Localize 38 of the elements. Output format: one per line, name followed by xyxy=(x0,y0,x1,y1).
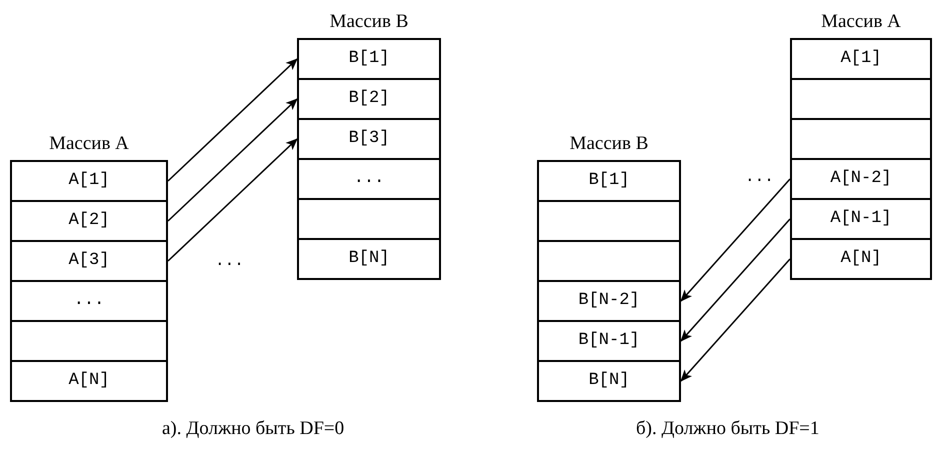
memory-cell: B[3] xyxy=(297,118,441,160)
memory-cell: B[1] xyxy=(297,38,441,80)
memory-cell: A[N] xyxy=(790,238,932,280)
caption: а). Должно быть DF=0 xyxy=(162,418,344,440)
memory-cell: B[1] xyxy=(537,160,681,202)
arrow xyxy=(167,58,298,182)
arrow xyxy=(680,258,791,382)
empty-memory-cell xyxy=(790,118,932,160)
memory-cell: A[1] xyxy=(10,160,168,202)
memory-cell: B[2] xyxy=(297,78,441,120)
caption: б). Должно быть DF=1 xyxy=(636,418,820,440)
ellipsis: ... xyxy=(215,252,244,270)
memory-cell: A[N-2] xyxy=(790,158,932,200)
memory-cell: A[N] xyxy=(10,360,168,402)
memory-cell: B[N] xyxy=(297,238,441,280)
memory-cell: A[N-1] xyxy=(790,198,932,240)
ellipsis: ... xyxy=(745,168,774,186)
empty-memory-cell xyxy=(10,320,168,362)
empty-memory-cell xyxy=(297,198,441,240)
memory-cell: B[N] xyxy=(537,360,681,402)
memory-cell: B[N-1] xyxy=(537,320,681,362)
memory-cell: A[1] xyxy=(790,38,932,80)
array-title: Массив B xyxy=(328,10,410,34)
memory-cell: A[2] xyxy=(10,200,168,242)
arrow xyxy=(167,138,298,262)
arrow xyxy=(680,218,791,342)
array-title: Массив A xyxy=(820,10,902,34)
array-title: Массив A xyxy=(48,132,130,156)
array-title: Массив B xyxy=(568,132,650,156)
memory-cell: A[3] xyxy=(10,240,168,282)
memory-cell: B[N-2] xyxy=(537,280,681,322)
memory-cell: ... xyxy=(10,280,168,322)
arrow xyxy=(680,178,791,302)
empty-memory-cell xyxy=(790,78,932,120)
arrow xyxy=(167,98,298,222)
empty-memory-cell xyxy=(537,200,681,242)
memory-cell: ... xyxy=(297,158,441,200)
empty-memory-cell xyxy=(537,240,681,282)
